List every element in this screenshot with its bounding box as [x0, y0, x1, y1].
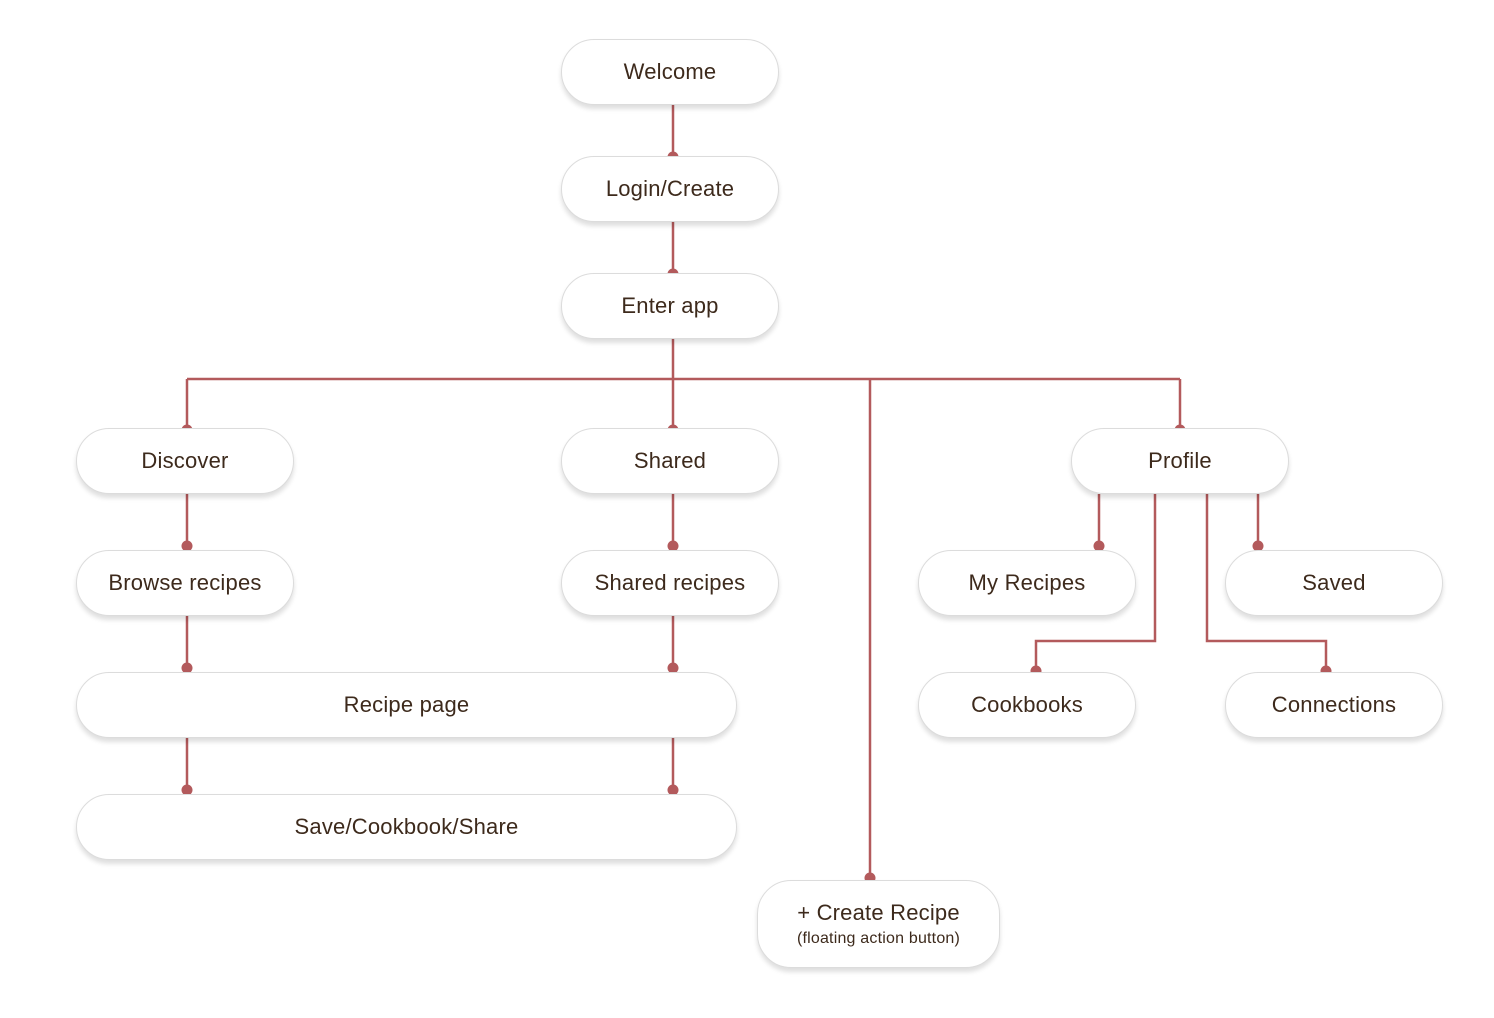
node-label: Login/Create	[605, 176, 735, 201]
node-login-create: Login/Create	[561, 156, 779, 222]
node-save-cookbook-share: Save/Cookbook/Share	[76, 794, 737, 860]
node-label: Enter app	[621, 293, 719, 318]
connector-dot	[181, 540, 193, 552]
edge-profile-connections	[1205, 494, 1328, 671]
node-label: Save/Cookbook/Share	[294, 814, 519, 839]
node-label: Shared recipes	[594, 570, 746, 595]
node-shared: Shared	[561, 428, 779, 494]
node-label: Shared	[633, 448, 707, 473]
node-my-recipes: My Recipes	[918, 550, 1136, 616]
node-label: + Create Recipe	[797, 900, 960, 925]
edge-profile-cookbooks	[1034, 494, 1157, 671]
node-enter-app: Enter app	[561, 273, 779, 339]
node-connections: Connections	[1225, 672, 1443, 738]
connector-dot	[1093, 540, 1105, 552]
node-browse-recipes: Browse recipes	[76, 550, 294, 616]
node-profile: Profile	[1071, 428, 1289, 494]
node-discover: Discover	[76, 428, 294, 494]
node-label: Welcome	[623, 59, 717, 84]
node-saved: Saved	[1225, 550, 1443, 616]
connector-dot	[667, 540, 679, 552]
node-welcome: Welcome	[561, 39, 779, 105]
node-sublabel: (floating action button)	[796, 930, 961, 947]
node-shared-recipes: Shared recipes	[561, 550, 779, 616]
node-cookbooks: Cookbooks	[918, 672, 1136, 738]
node-label: Recipe page	[343, 692, 470, 717]
node-label: Profile	[1148, 448, 1212, 473]
node-label: My Recipes	[968, 570, 1086, 595]
connector-dot	[181, 662, 193, 674]
node-recipe-page: Recipe page	[76, 672, 737, 738]
node-label: Connections	[1271, 692, 1397, 717]
node-label: Browse recipes	[108, 570, 262, 595]
node-label: Saved	[1302, 570, 1366, 595]
connector-dot	[181, 784, 193, 796]
connector-dot	[1252, 540, 1264, 552]
node-label: Discover	[141, 448, 229, 473]
node-create-recipe: + Create Recipe (floating action button)	[757, 880, 1000, 968]
connector-dot	[667, 662, 679, 674]
connector-dot	[667, 784, 679, 796]
node-label: Cookbooks	[971, 692, 1083, 717]
